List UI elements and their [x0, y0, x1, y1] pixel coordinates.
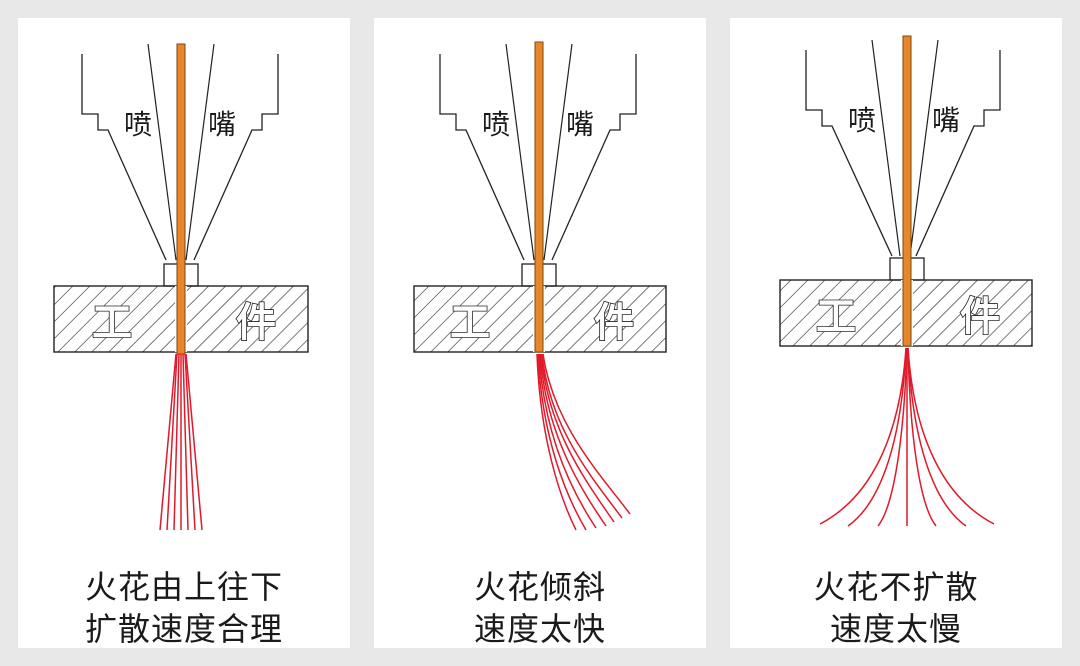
caption-line-2: 速度太快 — [473, 610, 606, 648]
caption-line-1: 火花由上往下 — [84, 568, 283, 606]
spark-line — [536, 353, 577, 531]
spark-lines-slanted — [536, 353, 631, 531]
spark-line — [184, 353, 196, 531]
nozzle-label-left: 喷 — [482, 108, 510, 141]
spark-line — [173, 353, 180, 531]
electrode-wire — [902, 35, 912, 347]
spark-lines-normal — [159, 353, 203, 531]
caption-line-1: 火花倾斜 — [473, 568, 606, 606]
spark-line — [166, 353, 178, 531]
caption-line-2: 扩散速度合理 — [84, 610, 283, 648]
spark-line — [185, 353, 203, 531]
panel-normal: 喷 嘴 工 件 火花由上往下 扩散速度合理 — [18, 18, 350, 648]
nozzle-label-right: 嘴 — [566, 108, 594, 141]
nozzle-label-right: 嘴 — [208, 108, 236, 141]
nozzle-label-left: 喷 — [124, 108, 152, 141]
nozzle-outline-left — [439, 54, 525, 261]
panel-too-fast: 喷 嘴 工 件 火花倾斜 速度太快 — [374, 18, 706, 648]
spark-line — [540, 353, 615, 523]
spark-line — [907, 347, 937, 527]
cutting-diagram-normal: 喷 嘴 工 件 — [53, 43, 309, 531]
spark-line — [542, 353, 631, 515]
caption-normal: 火花由上往下 扩散速度合理 — [18, 566, 350, 650]
nozzle-outline-right — [193, 54, 279, 261]
spark-line — [182, 353, 189, 531]
nozzle-inner-line-left — [505, 43, 535, 261]
nozzle-label-right: 嘴 — [932, 104, 960, 137]
spark-lines-spread — [819, 347, 995, 527]
nozzle-outline-right — [915, 50, 1001, 257]
spark-line — [539, 353, 607, 527]
electrode-wire — [534, 41, 544, 353]
nozzle-inner-line-left — [871, 39, 901, 257]
nozzle-label-left: 喷 — [848, 104, 876, 137]
workpiece-label-right: 件 — [236, 300, 276, 346]
nozzle-outline-left — [81, 54, 167, 261]
panel-too-slow: 喷 嘴 工 件 火花不扩散 速度太慢 — [730, 18, 1062, 648]
caption-too-fast: 火花倾斜 速度太快 — [374, 566, 706, 650]
caption-line-1: 火花不扩散 — [813, 568, 979, 606]
nozzle-inner-line-right — [909, 39, 939, 257]
spark-line — [537, 353, 587, 531]
workpiece-label-right: 件 — [594, 300, 634, 346]
spark-line — [907, 347, 967, 527]
spark-line — [907, 347, 995, 525]
spark-line — [877, 347, 908, 527]
nozzle-outline-right — [551, 54, 637, 261]
spark-line — [538, 353, 597, 529]
electrode-wire — [176, 43, 186, 355]
spark-line — [159, 353, 177, 531]
nozzle-inner-line-right — [185, 43, 215, 261]
workpiece-label-left: 工 — [92, 300, 132, 346]
cutting-diagram-too-fast: 喷 嘴 工 件 — [413, 41, 667, 531]
workpiece-label-right: 件 — [960, 294, 1000, 340]
spark-line — [847, 347, 907, 527]
caption-line-2: 速度太慢 — [829, 610, 962, 648]
workpiece-label-left: 工 — [816, 294, 856, 340]
spark-line — [819, 347, 907, 525]
cutting-diagram-too-slow: 喷 嘴 工 件 — [779, 35, 1033, 527]
caption-too-slow: 火花不扩散 速度太慢 — [730, 566, 1062, 650]
nozzle-outline-left — [805, 50, 893, 257]
spark-line — [541, 353, 623, 519]
nozzle-inner-line-right — [543, 43, 573, 261]
workpiece-label-left: 工 — [450, 300, 490, 346]
nozzle-inner-line-left — [147, 43, 177, 261]
